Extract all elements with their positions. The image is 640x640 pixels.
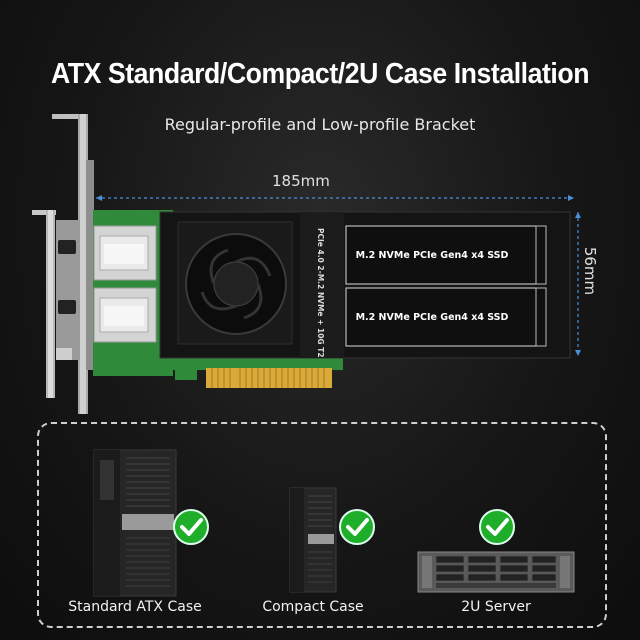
check-icon bbox=[479, 509, 515, 545]
width-label: 185mm bbox=[272, 172, 330, 190]
height-dimension-line bbox=[575, 212, 581, 356]
network-card-illustration: PCIe 4.0 2-M.2 NVMe + 10G T2 M.2 NVMe PC… bbox=[32, 114, 581, 414]
regular-profile-bracket bbox=[52, 114, 94, 414]
ssd-slot-1-label: M.2 NVMe PCIe Gen4 x4 SSD bbox=[356, 250, 509, 261]
check-icon bbox=[173, 509, 209, 545]
pcie-connector bbox=[206, 368, 332, 388]
ssd-slot-2: M.2 NVMe PCIe Gen4 x4 SSD bbox=[345, 287, 547, 347]
page-subtitle: Regular-profile and Low-profile Bracket bbox=[164, 115, 476, 134]
rj45-port-2 bbox=[93, 287, 157, 343]
2u-server-image bbox=[417, 551, 575, 593]
height-label: 56mm bbox=[581, 246, 600, 296]
2u-server-label: 2U Server bbox=[461, 599, 531, 615]
standard-atx-case-image bbox=[93, 449, 177, 597]
compatibility-panel bbox=[37, 422, 607, 628]
page-title: ATX Standard/Compact/2U Case Installatio… bbox=[50, 58, 590, 90]
standard-atx-case-label: Standard ATX Case bbox=[68, 599, 202, 615]
ssd-slot-1: M.2 NVMe PCIe Gen4 x4 SSD bbox=[345, 225, 547, 285]
low-profile-bracket bbox=[32, 210, 80, 398]
compact-case-image bbox=[289, 487, 337, 593]
compact-case-label: Compact Case bbox=[262, 599, 364, 615]
cooling-fan bbox=[177, 221, 293, 345]
check-icon bbox=[339, 509, 375, 545]
rj45-port-1 bbox=[93, 225, 157, 281]
width-dimension-line bbox=[96, 195, 574, 201]
card-model-text: PCIe 4.0 2-M.2 NVMe + 10G T2 bbox=[316, 228, 325, 358]
ssd-slot-2-label: M.2 NVMe PCIe Gen4 x4 SSD bbox=[356, 312, 509, 323]
